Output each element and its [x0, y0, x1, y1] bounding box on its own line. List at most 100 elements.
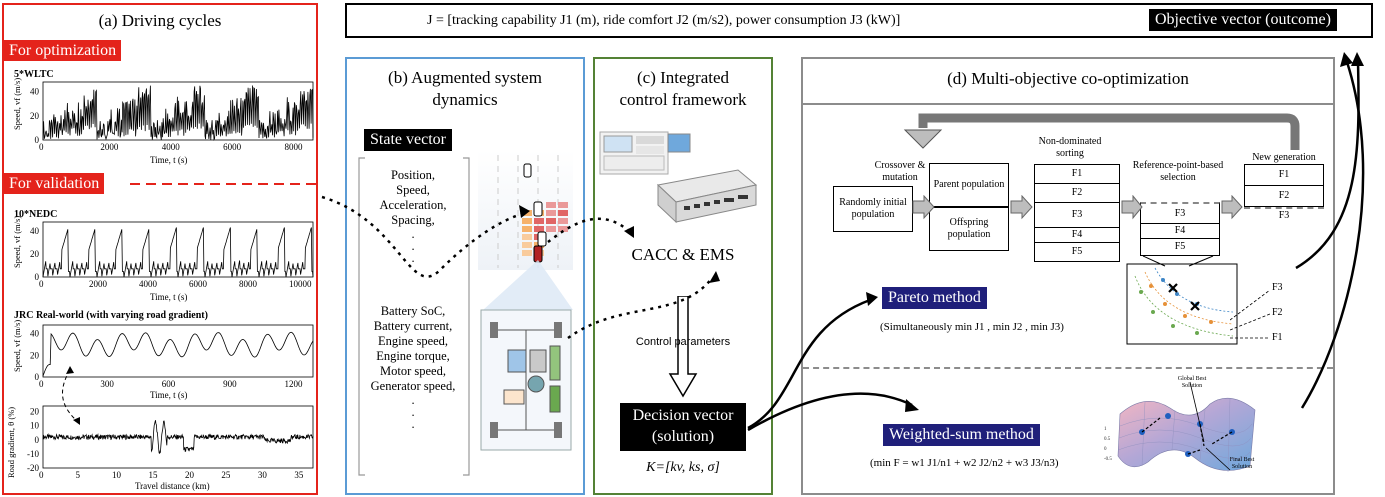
- nedc-xtick-3: 6000: [189, 279, 208, 289]
- jrc-grad-link-arrow: [62, 369, 79, 423]
- panel-b-title-2: dynamics: [432, 90, 498, 109]
- objective-formula: J = [tracking capability J1 (m), ride co…: [427, 13, 901, 28]
- jrc-xtick-1: 300: [100, 379, 114, 389]
- wltc-xtick-2: 4000: [162, 142, 181, 152]
- grad-ytick-4: 20: [30, 407, 40, 417]
- jrc-xtick-0: 0: [39, 379, 44, 389]
- road-illustration: [478, 150, 573, 451]
- pareto-ws-divider: [803, 367, 1333, 369]
- nsga-flow-arrows: [912, 195, 1243, 220]
- controller-hardware-image: [599, 131, 758, 224]
- decision-vector-line2: (solution): [651, 428, 715, 445]
- grad-xtick-4: 20: [185, 470, 195, 480]
- jrc-axes: [42, 324, 314, 378]
- state-dots-5: .: [411, 405, 415, 419]
- new-gen-f1: F1: [1244, 164, 1324, 186]
- jrc-xlabel: Time, t (s): [150, 390, 187, 400]
- state-battery-soc: Battery SoC,: [380, 304, 446, 318]
- k-formula: K=[kv, ks, σ]: [646, 460, 720, 475]
- state-generator-speed: Generator speed,: [370, 379, 456, 393]
- sorted-front-f4: F4: [1034, 227, 1120, 243]
- svg-text:-0.5: -0.5: [1104, 457, 1112, 462]
- grad-ytick-0: -20: [27, 463, 39, 473]
- grad-xtick-0: 0: [39, 470, 44, 480]
- pareto-label-f2: F2: [1272, 307, 1283, 318]
- state-battery-current: Battery current,: [373, 319, 453, 333]
- grad-ytick-2: 0: [35, 435, 40, 445]
- decision-vector-box: Decision vector (solution): [620, 403, 746, 451]
- panel-driving-cycles: (a) Driving cycles: [2, 3, 318, 495]
- wltc-xtick-1: 2000: [100, 142, 119, 152]
- nedc-xtick-1: 2000: [89, 279, 108, 289]
- nedc-xtick-0: 0: [39, 279, 44, 289]
- panel-c-title-1: (c) Integrated: [636, 68, 730, 87]
- state-dots-6: .: [411, 417, 415, 431]
- pareto-label-f3: F3: [1272, 282, 1283, 293]
- jrc-yticks: 0 20 40: [30, 329, 40, 382]
- grad-xtick-2: 10: [112, 470, 122, 480]
- state-engine-torque: Engine torque,: [376, 349, 450, 363]
- jrc-ytick-2: 40: [30, 329, 40, 339]
- svg-text:1: 1: [1104, 427, 1107, 432]
- nedc-xlabel: Time, t (s): [150, 292, 187, 302]
- car-icons: [523, 163, 547, 263]
- wltc-speed-line: [42, 85, 314, 142]
- svg-text:0.5: 0.5: [1104, 437, 1111, 442]
- nedc-ytick-0: 0: [35, 272, 40, 282]
- state-vector-tag: State vector: [364, 129, 452, 151]
- grad-xlabel: Travel distance (km): [135, 481, 210, 491]
- grad-xtick-7: 35: [294, 470, 304, 480]
- jrc-ytick-0: 0: [35, 372, 40, 382]
- decision-vector-line1: Decision vector: [632, 407, 734, 424]
- sorted-front-f5: F5: [1034, 242, 1120, 262]
- grad-xtick-6: 30: [258, 470, 268, 480]
- state-dots-4: .: [411, 393, 415, 407]
- nedc-xtick-4: 8000: [239, 279, 258, 289]
- random-init-box: Randomly initial population: [833, 186, 913, 232]
- refpoint-label: Reference-point-based selection: [1132, 160, 1224, 183]
- wltc-xlabel: Time, t (s): [150, 155, 187, 165]
- optimization-tag: For optimization: [4, 40, 122, 61]
- objective-tag: Objective vector (outcome): [1149, 9, 1337, 31]
- panel-control-framework: (c) Integrated control framework: [593, 57, 773, 495]
- state-acceleration: Acceleration,: [379, 198, 447, 212]
- states-bottom-list: Battery SoC, Battery current, Engine spe…: [357, 304, 469, 430]
- nedc-title: 10*NEDC: [14, 209, 57, 220]
- weighted-surface-plot: 10.50-0.5: [1104, 381, 1256, 473]
- grad-line: [42, 420, 314, 455]
- cacc-ems-label: CACC & EMS: [631, 245, 735, 264]
- jrc-speed-line: [42, 331, 314, 377]
- grad-xtick-1: 5: [75, 470, 80, 480]
- nondominated-label: Non-dominated sorting: [1038, 136, 1102, 159]
- nsga-loop-arrow: [903, 113, 1300, 150]
- state-spacing: Spacing,: [391, 213, 435, 227]
- grad-xtick-3: 15: [148, 470, 158, 480]
- pareto-label-f1: F1: [1272, 332, 1283, 343]
- state-brackets: [358, 157, 470, 476]
- pareto-front-plot: [1126, 256, 1238, 345]
- wltc-xtick-4: 8000: [284, 142, 303, 152]
- new-gen-f2: F2: [1244, 185, 1324, 207]
- grad-ytick-3: 10: [30, 421, 40, 431]
- nedc-xtick-5: 10000: [289, 279, 312, 289]
- parent-population-box: Parent population: [929, 163, 1009, 207]
- pareto-front-leaders: [1230, 289, 1271, 339]
- jrc-ytick-1: 20: [30, 350, 40, 360]
- offspring-population-box: Offspring population: [929, 207, 1009, 251]
- wltc-xtick-0: 0: [39, 142, 44, 152]
- global-best-label: Global Best Solution: [1177, 376, 1207, 389]
- jrc-ylabel: Speed, vf (m/s): [12, 320, 22, 372]
- new-gen-stack: F1 F2 F3: [1244, 164, 1324, 225]
- grad-ylabel: Road gradient, θ (%): [6, 407, 16, 478]
- wltc-ytick-1: 20: [30, 111, 40, 121]
- state-motor-speed: Motor speed,: [380, 364, 446, 378]
- wltc-xtick-3: 6000: [223, 142, 242, 152]
- jrc-xtick-4: 1200: [284, 379, 303, 389]
- weighted-sum-tag: Weighted-sum method: [883, 424, 1040, 446]
- selected-fronts-stack: F3 F4 F5: [1140, 202, 1220, 256]
